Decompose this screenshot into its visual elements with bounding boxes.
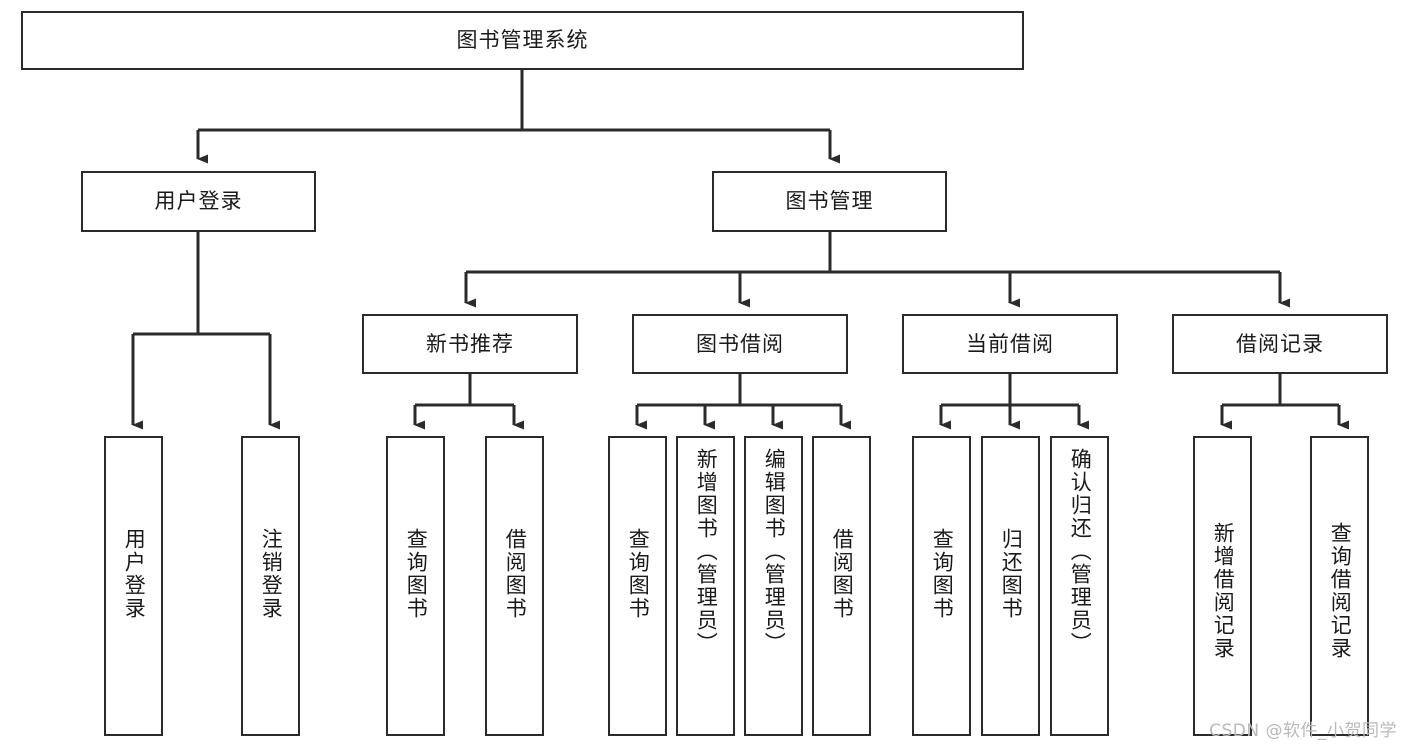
node-current-borrow[interactable]: 当前借阅 bbox=[902, 314, 1118, 374]
node-label: 借阅图书 bbox=[503, 528, 528, 620]
leaf-query-book-current[interactable]: 查询图书 bbox=[912, 436, 971, 736]
node-book-borrow[interactable]: 图书借阅 bbox=[632, 314, 848, 374]
node-label: 用户登录 bbox=[154, 189, 243, 214]
node-label: 图书管理系统 bbox=[456, 28, 589, 53]
leaf-query-book-recommend[interactable]: 查询图书 bbox=[386, 436, 445, 736]
leaf-logout[interactable]: 注销登录 bbox=[241, 436, 300, 736]
node-user-login[interactable]: 用户登录 bbox=[81, 171, 316, 232]
leaf-query-book-borrow[interactable]: 查询图书 bbox=[608, 436, 667, 736]
node-label: 新增借阅记录 bbox=[1211, 522, 1236, 660]
leaf-borrow-book-recommend[interactable]: 借阅图书 bbox=[485, 436, 544, 736]
leaf-query-borrow-record[interactable]: 查询借阅记录 bbox=[1310, 436, 1369, 736]
node-label: 确认归还（管理员） bbox=[1068, 448, 1093, 655]
node-label: 查询图书 bbox=[626, 528, 651, 620]
node-label: 注销登录 bbox=[259, 528, 284, 620]
node-root-book-management-system[interactable]: 图书管理系统 bbox=[21, 11, 1024, 70]
node-label: 当前借阅 bbox=[966, 331, 1054, 356]
node-new-book-recommend[interactable]: 新书推荐 bbox=[362, 314, 578, 374]
node-label: 编辑图书（管理员） bbox=[762, 448, 787, 655]
leaf-edit-book-admin[interactable]: 编辑图书（管理员） bbox=[744, 436, 803, 736]
node-label: 归还图书 bbox=[999, 528, 1024, 620]
node-label: 借阅记录 bbox=[1236, 331, 1324, 356]
node-label: 图书管理 bbox=[785, 189, 874, 214]
leaf-user-login[interactable]: 用户登录 bbox=[104, 436, 163, 736]
leaf-add-book-admin[interactable]: 新增图书（管理员） bbox=[676, 436, 735, 736]
node-label: 新书推荐 bbox=[426, 331, 514, 356]
node-label: 借阅图书 bbox=[830, 528, 855, 620]
node-label: 用户登录 bbox=[122, 528, 147, 620]
node-borrow-record[interactable]: 借阅记录 bbox=[1172, 314, 1388, 374]
node-label: 图书借阅 bbox=[696, 331, 784, 356]
node-book-management[interactable]: 图书管理 bbox=[712, 171, 947, 232]
leaf-return-book[interactable]: 归还图书 bbox=[981, 436, 1040, 736]
node-label: 新增图书（管理员） bbox=[694, 448, 719, 655]
node-label: 查询图书 bbox=[404, 528, 429, 620]
leaf-add-borrow-record[interactable]: 新增借阅记录 bbox=[1193, 436, 1252, 736]
leaf-borrow-book[interactable]: 借阅图书 bbox=[812, 436, 871, 736]
node-label: 查询借阅记录 bbox=[1328, 522, 1353, 660]
leaf-confirm-return-admin[interactable]: 确认归还（管理员） bbox=[1050, 436, 1109, 736]
node-label: 查询图书 bbox=[930, 528, 955, 620]
